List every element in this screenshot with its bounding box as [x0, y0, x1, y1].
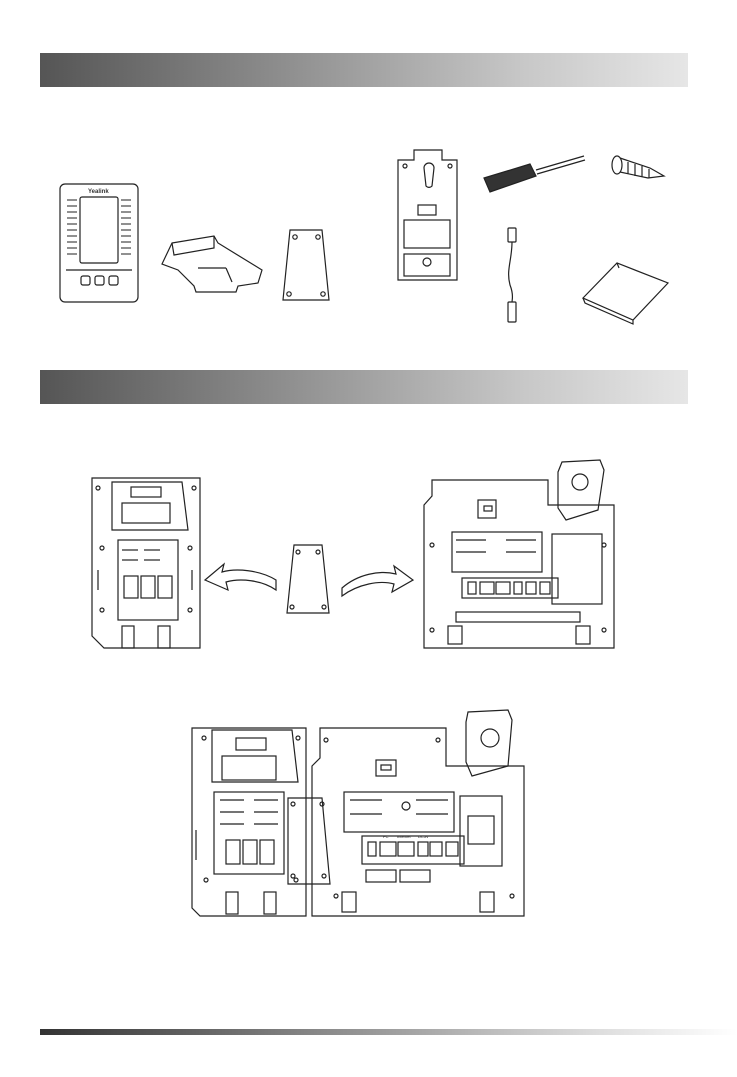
assembled-phone-module-illustration	[192, 710, 524, 916]
arrow-right-icon	[342, 566, 413, 596]
footer-bar	[40, 1029, 737, 1035]
connecting-plate-step-illustration	[287, 545, 329, 613]
screwdriver-illustration	[484, 156, 585, 192]
arrow-left-icon	[205, 564, 276, 590]
brand-logo-text: Yealink	[88, 189, 109, 195]
expansion-module-front-illustration: Yealink	[60, 184, 138, 302]
ip-phone-back-illustration	[424, 460, 614, 648]
port-label-dc: DC5V	[418, 834, 429, 839]
ext-cable-illustration	[508, 228, 516, 322]
screw-illustration	[612, 156, 664, 178]
port-label-pc: PC	[383, 834, 389, 839]
expansion-module-back-illustration	[92, 478, 200, 648]
port-label-internet: Internet	[397, 834, 411, 839]
quick-start-guide-illustration	[583, 263, 668, 324]
connecting-plate-illustration	[283, 230, 329, 300]
stand-bracket-illustration	[162, 236, 262, 292]
wall-mount-bracket-illustration	[398, 150, 457, 280]
